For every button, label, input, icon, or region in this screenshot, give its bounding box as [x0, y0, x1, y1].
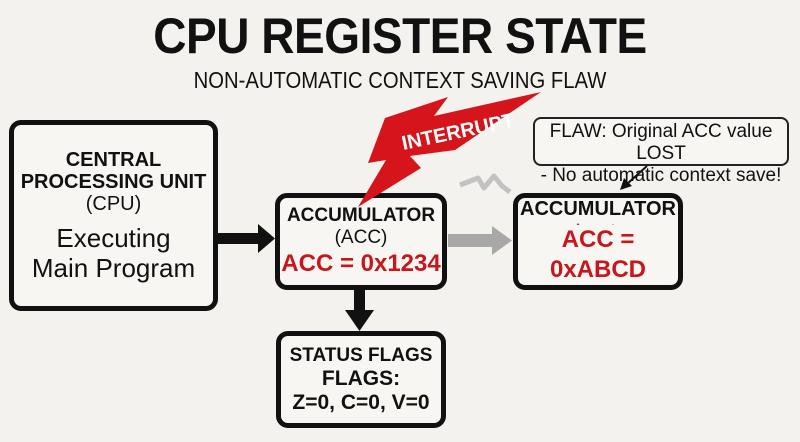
callout-line: - No automatic context save! [540, 165, 782, 186]
cpu-status-line: Executing [56, 222, 171, 253]
status-flags-heading: STATUS FLAGS [289, 344, 433, 366]
status-flags-box: STATUS FLAGS FLAGS: Z=0, C=0, V=0 [276, 331, 446, 428]
interrupt-bolt-icon [358, 92, 541, 207]
status-flags-values: Z=0, C=0, V=0 [292, 390, 430, 414]
overwrite-arrow [448, 226, 512, 255]
callout-pointer [620, 165, 648, 190]
callout-line: FLAW: Original ACC value LOST [549, 121, 773, 164]
acc-before-heading: ACCUMULATOR [286, 204, 436, 226]
flaw-callout: FLAW: Original ACC value LOST - No autom… [533, 117, 789, 186]
cpu-heading-line: (CPU) [85, 192, 142, 215]
acc-after-heading: ACCUMULATOR [520, 198, 676, 220]
cpu-box: CENTRAL PROCESSING UNIT (CPU) Executing … [9, 120, 218, 311]
status-flags-label: FLAGS: [321, 366, 401, 390]
acc-before-box: ACCUMULATOR (ACC) ACC = 0x1234 [275, 193, 447, 290]
acc-after-value: ACC = 0xABCD [549, 226, 647, 283]
cpu-to-acc-arrow [218, 224, 275, 253]
diagram-title: CPU REGISTER STATE [153, 8, 647, 64]
acc-after-box: ACCUMULATOR ACC = 0xABCD [513, 193, 683, 290]
acc-to-flags-arrow [345, 290, 374, 331]
diagram-subtitle: NON-AUTOMATIC CONTEXT SAVING FLAW [193, 67, 607, 93]
acc-before-subheading: (ACC) [334, 226, 388, 248]
cpu-status-line: Main Program [31, 252, 196, 283]
acc-before-value: ACC = 0x1234 [281, 249, 441, 277]
cpu-heading-line: PROCESSING UNIT [20, 170, 207, 193]
cpu-heading-line: CENTRAL [65, 148, 162, 171]
corruption-zigzag [459, 173, 512, 194]
